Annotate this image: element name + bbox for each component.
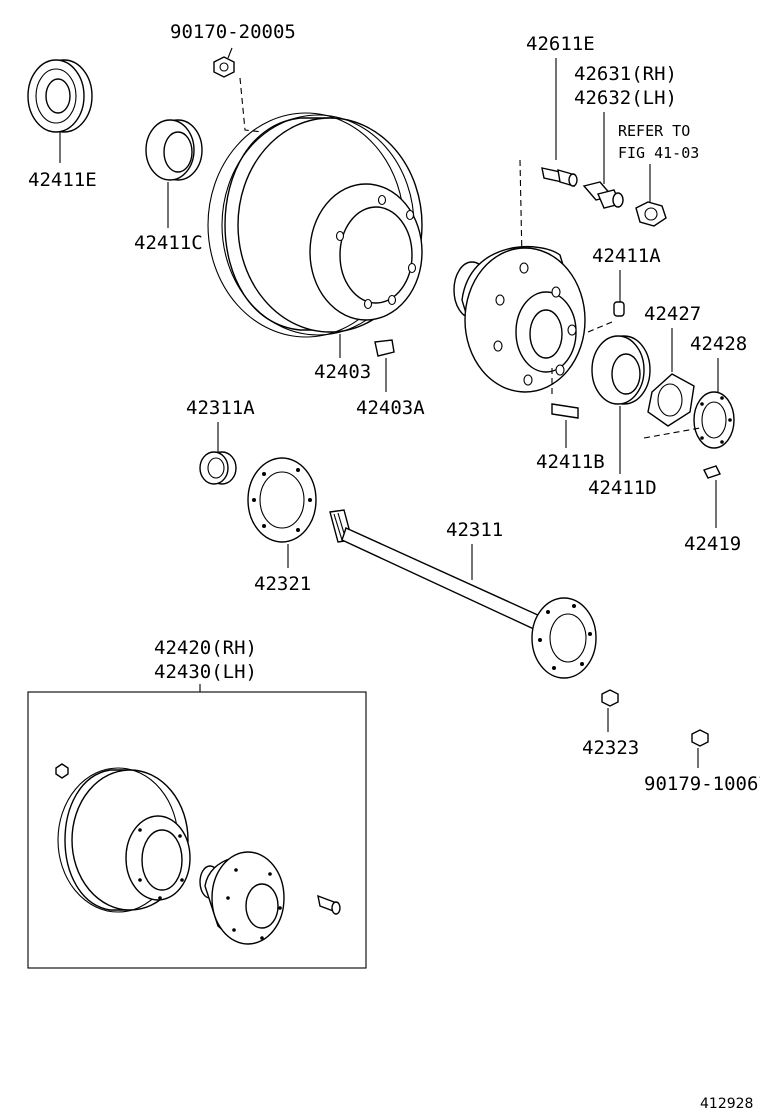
assembly-drum bbox=[55, 763, 191, 913]
label-42419: 42419 bbox=[684, 533, 741, 555]
nut-refer-fig-41-03 bbox=[635, 201, 667, 227]
label-42411a: 42411A bbox=[592, 245, 661, 267]
retainer-42427 bbox=[647, 373, 695, 427]
label-42632: 42632(LH) bbox=[574, 87, 677, 109]
hub-bolt-42631-42632 bbox=[582, 181, 624, 209]
bearing-race-42411c bbox=[145, 119, 203, 181]
gasket-42321 bbox=[247, 457, 317, 543]
label-42321: 42321 bbox=[254, 573, 311, 595]
label-42428: 42428 bbox=[690, 333, 747, 355]
label-42427: 42427 bbox=[644, 303, 701, 325]
label-42403: 42403 bbox=[314, 361, 371, 383]
refer-to-text: REFER TO bbox=[618, 122, 690, 140]
dashed-line-pin bbox=[587, 321, 613, 333]
label-42631: 42631(RH) bbox=[574, 63, 677, 85]
label-42403a: 42403A bbox=[356, 397, 425, 419]
label-42420: 42420(RH) bbox=[154, 637, 257, 659]
label-42611e: 42611E bbox=[526, 33, 595, 55]
label-42430: 42430(LH) bbox=[154, 661, 257, 683]
assembly-box bbox=[27, 691, 367, 969]
fig-reference-text: FIG 41-03 bbox=[618, 144, 699, 162]
brake-drum-42403 bbox=[207, 112, 423, 338]
leader-90170-20005 bbox=[227, 47, 233, 59]
stud-42411b bbox=[551, 403, 579, 419]
label-42311: 42311 bbox=[446, 519, 503, 541]
axle-hub bbox=[453, 246, 586, 393]
assembly-hub bbox=[199, 851, 285, 945]
label-42411e: 42411E bbox=[28, 169, 97, 191]
oil-seal-42311a bbox=[199, 451, 237, 485]
dashed-line-gasket bbox=[643, 427, 701, 439]
label-42411b: 42411B bbox=[536, 451, 605, 473]
label-42411d: 42411D bbox=[588, 477, 657, 499]
gasket-42428 bbox=[693, 391, 735, 449]
nut-90179-10067 bbox=[691, 729, 709, 747]
nut-42323 bbox=[601, 689, 619, 707]
axle-shaft-42311 bbox=[329, 509, 597, 679]
nut-90170-20005 bbox=[213, 56, 235, 78]
diagram-id: 412928 bbox=[700, 1096, 753, 1112]
label-90170-20005: 90170-20005 bbox=[170, 21, 296, 43]
dashed-line-bolt-hub bbox=[519, 159, 523, 261]
hub-bolt-42611e bbox=[541, 167, 578, 187]
oil-seal-42411e bbox=[27, 59, 93, 133]
label-42323: 42323 bbox=[582, 737, 639, 759]
pin-42411a bbox=[613, 301, 625, 317]
hole-plug-42403a bbox=[374, 339, 395, 357]
dashed-line-nut-drum bbox=[239, 77, 263, 133]
assembly-bolt bbox=[317, 894, 341, 915]
label-42311a: 42311A bbox=[186, 397, 255, 419]
label-90179-10067: 90179-10067 bbox=[644, 773, 760, 795]
bolt-42419 bbox=[703, 465, 721, 479]
bearing-42411d bbox=[591, 335, 651, 405]
label-42411c: 42411C bbox=[134, 232, 203, 254]
